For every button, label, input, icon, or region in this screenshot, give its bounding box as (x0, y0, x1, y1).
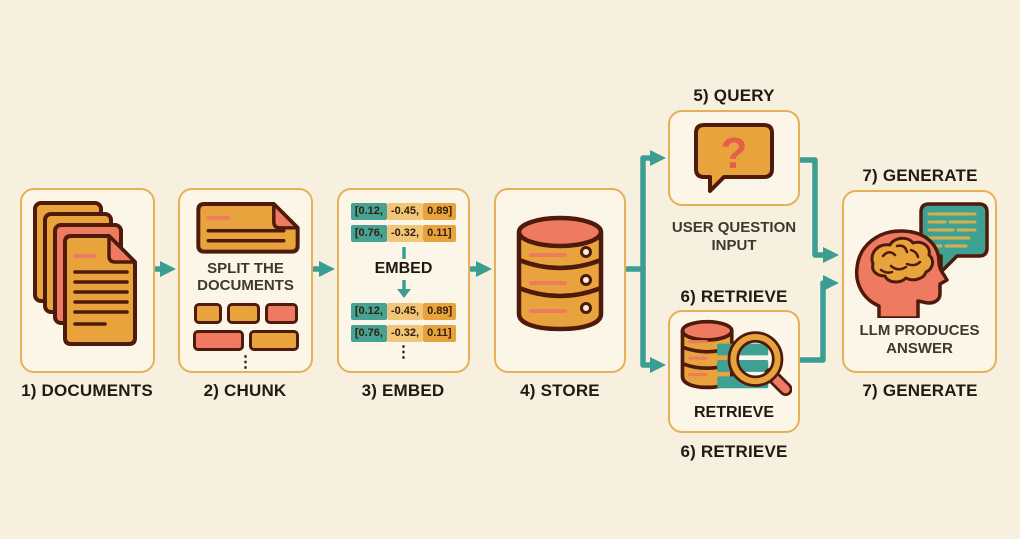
retrieve-node: RETRIEVE (668, 310, 800, 433)
query-node: ? (668, 110, 800, 206)
store-node (494, 188, 626, 373)
chunk-block (264, 303, 298, 324)
chunk-block (248, 330, 299, 351)
vector-row: [0.76,-0.32,0.11] (350, 225, 456, 242)
vector-chip: 0.89] (423, 203, 457, 220)
chunk-ellipsis: ⋮ (237, 354, 254, 371)
chunk-blocks (192, 303, 299, 351)
generate-node: LLM PRODUCES ANSWER (842, 190, 997, 373)
query-caption: USER QUESTION INPUT (671, 219, 797, 254)
vector-chip: -0.45, (386, 303, 424, 320)
embed-down-arrow-icon (396, 280, 411, 298)
generate-caption: LLM PRODUCES ANSWER (859, 322, 980, 357)
document-page-icon (195, 201, 300, 254)
vector-chip: 0.11] (423, 225, 456, 242)
chunk-row (193, 303, 299, 324)
embed-node: [0.12,-0.45,0.89] [0.76,-0.32,0.11] EMBE… (337, 188, 470, 373)
vector-row: [0.12,-0.45,0.89] (350, 203, 457, 220)
chunk-node: SPLIT THE DOCUMENTS ⋮ (178, 188, 313, 373)
vector-row: [0.76,-0.32,0.11] (350, 325, 456, 342)
documents-node (20, 188, 155, 373)
documents-stack-icon (32, 201, 137, 346)
head-brain-icon (854, 202, 989, 318)
vector-rows-embedded: [0.12,-0.45,0.89] [0.76,-0.32,0.11] (350, 303, 457, 342)
arrow-store-to-query (640, 150, 666, 272)
vector-chip: -0.32, (386, 225, 424, 242)
embed-action-label: EMBED (374, 260, 433, 277)
retrieve-footer-label: 6) RETRIEVE (680, 442, 788, 461)
chunk-caption: SPLIT THE DOCUMENTS (197, 259, 294, 295)
vector-row: [0.12,-0.45,0.89] (350, 303, 457, 320)
database-icon (516, 215, 604, 332)
vector-chip: [0.76, (350, 325, 387, 342)
vector-chip: [0.76, (350, 225, 387, 242)
step-label-documents: 1) DOCUMENTS (21, 381, 153, 400)
step-label-store: 4) STORE (520, 381, 600, 400)
retrieve-inner-label: RETRIEVE (693, 404, 774, 421)
arrow-query-to-generate (796, 157, 839, 263)
chunk-block (226, 303, 260, 324)
arrow-store-to-retrieve (640, 266, 666, 373)
database-search-icon (680, 319, 792, 397)
vector-chip: 0.89] (423, 303, 457, 320)
vector-rows-raw: [0.12,-0.45,0.89] [0.76,-0.32,0.11] (350, 203, 457, 242)
vector-chip: [0.12, (350, 203, 387, 220)
vector-chip: -0.32, (386, 325, 424, 342)
generate-title: 7) GENERATE (862, 166, 978, 185)
step-label-chunk: 2) CHUNK (203, 381, 287, 400)
chunk-row (192, 330, 299, 351)
retrieve-title: 6) RETRIEVE (680, 287, 788, 306)
generate-footer-label: 7) GENERATE (862, 381, 978, 400)
query-title: 5) QUERY (693, 86, 775, 105)
embed-ellipsis: ⋮ (395, 344, 412, 361)
question-bubble-icon: ? (694, 123, 774, 193)
embed-tick-line (401, 247, 406, 259)
vector-chip: -0.45, (386, 203, 424, 220)
chunk-block (192, 330, 244, 351)
vector-chip: [0.12, (350, 303, 387, 320)
arrow-retrieve-to-generate (796, 275, 839, 363)
chunk-block (193, 303, 222, 324)
step-label-embed: 3) EMBED (361, 381, 445, 400)
svg-text:?: ? (721, 129, 748, 178)
vector-chip: 0.11] (423, 325, 456, 342)
